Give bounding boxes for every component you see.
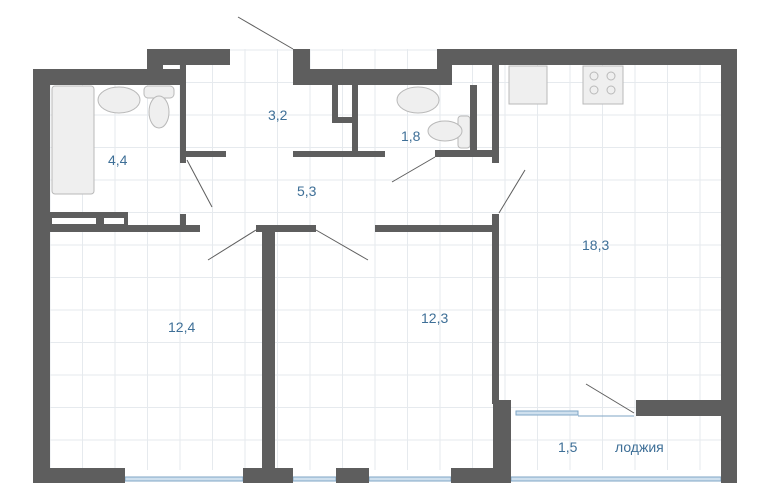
- loggia-window: [510, 476, 722, 482]
- area-bedroom-left: 12,4: [168, 319, 195, 335]
- loggia-door[interactable]: [585, 383, 635, 414]
- wc-toilet-bowl-icon: [427, 120, 463, 142]
- left-bedroom-door[interactable]: [207, 229, 257, 261]
- area-bedroom-middle: 12,3: [421, 310, 448, 326]
- area-toilet: 1,8: [401, 128, 421, 144]
- stove-icon: [582, 65, 624, 105]
- fixtures: [51, 65, 624, 195]
- loggia-label: лоджия: [615, 439, 664, 455]
- wc-sink-icon: [396, 86, 440, 114]
- area-hallway: 5,3: [297, 183, 317, 199]
- window: [368, 476, 452, 482]
- grid-mask: [0, 0, 147, 69]
- entrance-door[interactable]: [237, 16, 294, 50]
- burner-icon: [606, 71, 616, 81]
- burner-icon: [589, 71, 599, 81]
- kitchen-sink-icon: [508, 65, 548, 105]
- window: [292, 476, 337, 482]
- bathtub-icon: [51, 85, 95, 195]
- bathroom-door[interactable]: [186, 159, 213, 208]
- middle-bedroom-door[interactable]: [315, 229, 369, 261]
- doors: [186, 16, 635, 414]
- walls: [33, 49, 737, 483]
- bathroom-sink-icon: [97, 86, 141, 114]
- loggia-inner-window: [515, 410, 579, 416]
- area-bathroom: 4,4: [108, 152, 128, 168]
- kitchen-door[interactable]: [498, 169, 526, 214]
- area-loggia: 1,5: [558, 439, 578, 455]
- area-vestibule: 3,2: [268, 107, 288, 123]
- window: [124, 476, 244, 482]
- burner-icon: [606, 85, 616, 95]
- room-labels: 4,4 3,2 5,3 1,8 18,3 12,4 12,3 1,5 лоджи…: [108, 107, 664, 455]
- wc-door[interactable]: [391, 156, 436, 183]
- burner-icon: [589, 85, 599, 95]
- area-kitchen-living: 18,3: [582, 237, 609, 253]
- toilet-bowl-icon: [148, 95, 170, 129]
